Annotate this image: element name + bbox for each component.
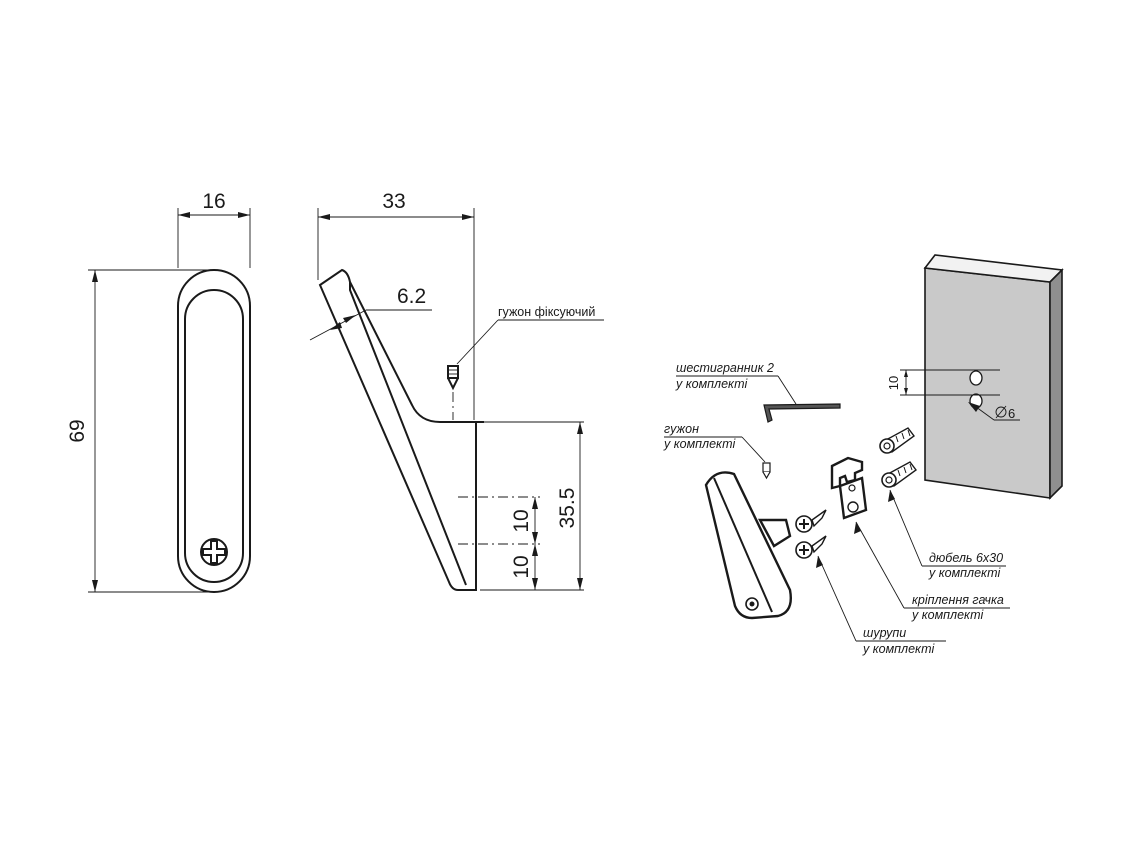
dimension-spacing-lower-value: 10 xyxy=(510,555,533,578)
dimension-front-width: 16 xyxy=(177,190,251,268)
screw-icon-lower xyxy=(795,535,827,559)
dimension-front-height: 69 xyxy=(66,269,214,593)
dowel-icon-lower xyxy=(881,461,917,488)
callout-hex-key-label-1: шестигранник 2 xyxy=(676,361,774,375)
wall-hole-spacing-value: 10 xyxy=(886,376,901,390)
callout-set-screw-label-2: у комплекті xyxy=(663,437,736,451)
dimension-side-thickness: 6.2 xyxy=(309,285,432,341)
side-view-outline xyxy=(318,268,477,591)
screw-icon-upper xyxy=(795,509,827,533)
dimension-side-depth: 33 xyxy=(317,190,475,420)
set-screw-icon xyxy=(762,462,771,480)
callout-screws: шурупи у комплекті xyxy=(816,555,946,656)
hook-bracket xyxy=(830,456,868,520)
dimension-side-thickness-value: 6.2 xyxy=(397,285,426,308)
dimension-mount-height-value: 35.5 xyxy=(556,488,579,529)
front-screw-icon xyxy=(200,538,228,566)
callout-screws-label-1: шурупи xyxy=(863,626,906,640)
assembly-view: 10 6 шестигранник 2 у комплекті г xyxy=(663,254,1064,656)
callout-set-screw: гужон у комплекті xyxy=(663,422,766,463)
callout-screws-label-2: у комплекті xyxy=(862,642,935,656)
dowel-icon-upper xyxy=(879,427,915,454)
wall-block: 10 6 xyxy=(886,254,1064,500)
side-view-inner-edge xyxy=(349,282,467,586)
callout-dowel-label-2: у комплекті xyxy=(928,566,1001,580)
hook-3d xyxy=(704,471,792,620)
callout-bracket: кріплення гачка у комплекті xyxy=(854,521,1010,622)
dimension-spacing-upper-value: 10 xyxy=(510,509,533,532)
hex-key-icon xyxy=(763,403,841,423)
side-view: 33 6.2 гужон фіксуючий 10 xyxy=(309,190,604,591)
dimension-side-depth-value: 33 xyxy=(382,190,405,213)
callout-set-screw-fixing: гужон фіксуючий xyxy=(456,305,604,365)
callout-dowel: дюбель 6х30 у комплекті xyxy=(888,489,1006,580)
callout-set-screw-fixing-label: гужон фіксуючий xyxy=(498,305,595,319)
dimension-front-width-value: 16 xyxy=(202,190,225,213)
callout-bracket-label-2: у комплекті xyxy=(911,608,984,622)
wall-hole-diameter-value: 6 xyxy=(1008,406,1015,421)
dimension-front-height-value: 69 xyxy=(66,419,89,442)
callout-hex-key: шестигранник 2 у комплекті xyxy=(675,361,797,405)
callout-dowel-label-1: дюбель 6х30 xyxy=(929,551,1003,565)
callout-bracket-label-1: кріплення гачка xyxy=(912,593,1004,607)
front-view-inner-outline xyxy=(184,289,244,583)
callout-set-screw-label-1: гужон xyxy=(664,422,699,436)
dimension-mount: 10 10 35.5 xyxy=(458,421,584,591)
wall-hole-upper xyxy=(969,370,983,386)
side-set-screw-icon xyxy=(447,365,459,420)
front-view-outline xyxy=(177,269,251,593)
callout-hex-key-label-2: у комплекті xyxy=(675,377,748,391)
front-view: 16 69 xyxy=(66,190,251,593)
